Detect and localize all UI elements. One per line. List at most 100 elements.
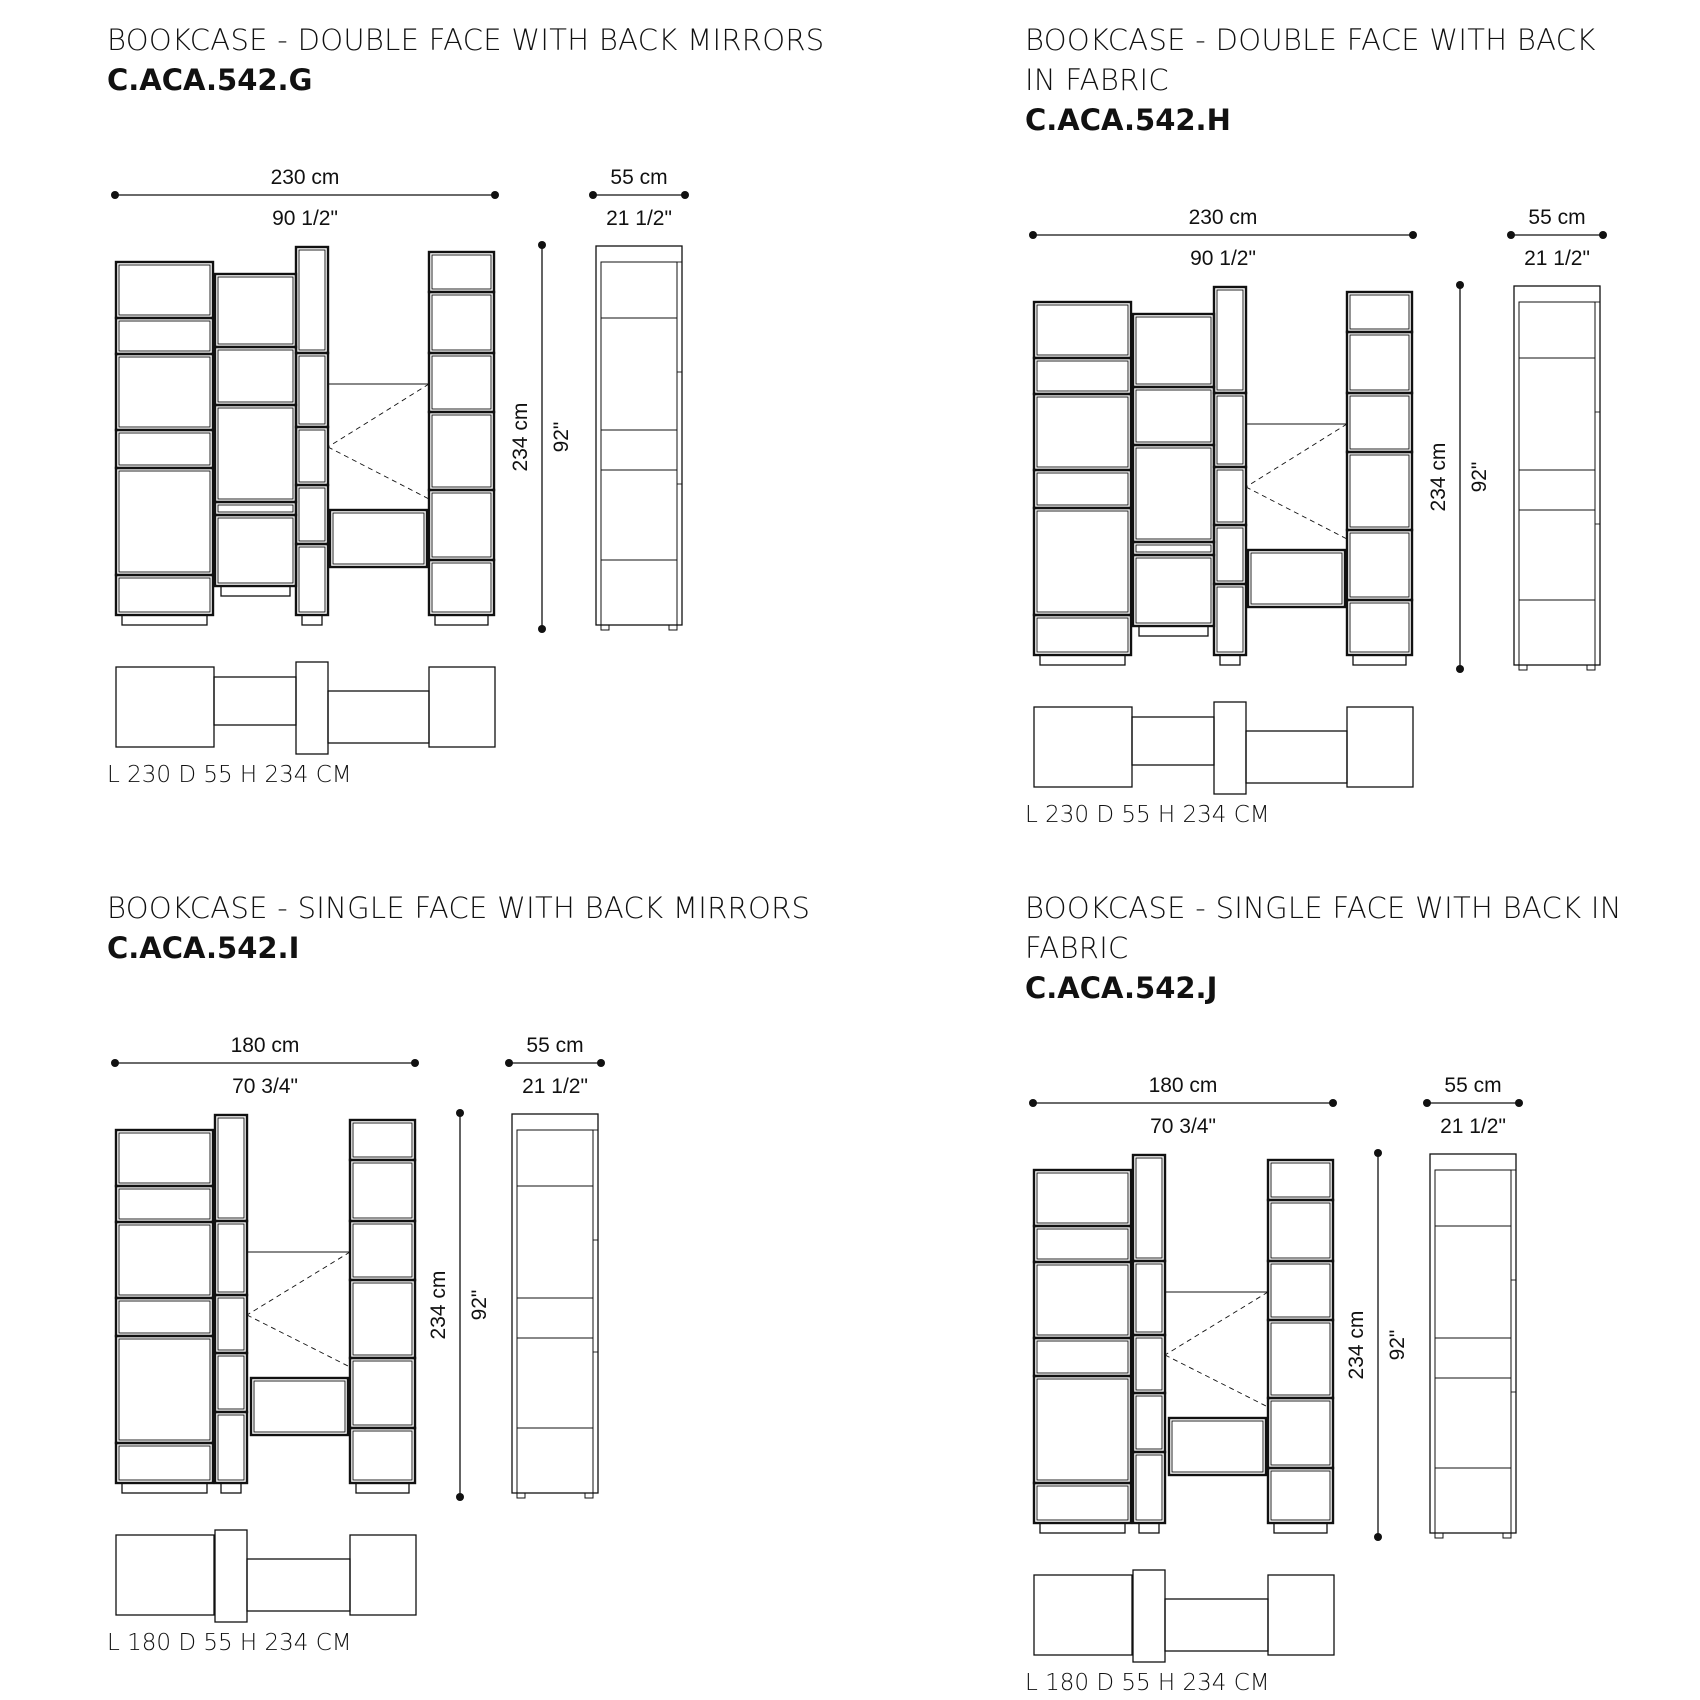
shelf-cell-inner bbox=[217, 517, 294, 584]
shelf-cell-inner bbox=[217, 1355, 245, 1410]
shelf-cell bbox=[213, 1219, 249, 1297]
shelf-cell bbox=[348, 1426, 417, 1485]
width-cm-label: 230 cm bbox=[1189, 206, 1258, 229]
shelf-cell bbox=[213, 403, 298, 504]
back-panel-diagonal bbox=[1245, 486, 1348, 540]
shelf-cell bbox=[1131, 1450, 1167, 1525]
shelf-cell-inner bbox=[1216, 289, 1244, 391]
shelf-cell bbox=[1032, 1260, 1133, 1340]
shelf-cell bbox=[213, 1410, 249, 1485]
shelf-cell-inner bbox=[1349, 395, 1410, 450]
shelf-cell bbox=[114, 573, 215, 617]
shelf-cell-inner bbox=[1270, 1263, 1331, 1318]
plinth bbox=[121, 1482, 208, 1494]
back-panel-diagonal bbox=[327, 446, 430, 500]
dimension-endpoint bbox=[411, 1059, 419, 1067]
panel-aca-542-j: BOOKCASE - SINGLE FACE WITH BACK IN FABR… bbox=[1025, 888, 1685, 1698]
product-code: C.ACA.542.G bbox=[107, 63, 313, 97]
shelf-cell-inner bbox=[1216, 469, 1244, 523]
shelf-cell-inner bbox=[1036, 510, 1129, 613]
shelf-cell bbox=[213, 1351, 249, 1414]
plan-block bbox=[115, 1534, 215, 1616]
shelf-cell bbox=[1131, 1259, 1167, 1337]
side-foot bbox=[516, 1492, 526, 1499]
height-cm-label: 234 cm bbox=[427, 1271, 450, 1340]
shelf-cell-inner bbox=[352, 1223, 413, 1278]
shelf-cell-inner bbox=[118, 1338, 211, 1441]
shelf-cell-inner bbox=[1216, 586, 1244, 653]
depth-in-label: 21 1/2" bbox=[606, 207, 672, 230]
shelf-cell bbox=[328, 508, 429, 569]
dimension-endpoint bbox=[111, 1059, 119, 1067]
shelf-cell-inner bbox=[1349, 532, 1410, 598]
plinth bbox=[301, 614, 323, 626]
shelf-cell-inner bbox=[1216, 527, 1244, 582]
shelf-cell bbox=[1131, 1333, 1167, 1395]
depth-cm-label: 55 cm bbox=[1528, 206, 1585, 229]
dimension-endpoint bbox=[1515, 1099, 1523, 1107]
shelf-cell-inner bbox=[1349, 334, 1410, 391]
plinth bbox=[1273, 1522, 1328, 1534]
shelf-cell bbox=[1032, 506, 1133, 617]
dimension-endpoint bbox=[1374, 1149, 1382, 1157]
shelf-cell-inner bbox=[217, 504, 294, 513]
dimension-endpoint bbox=[456, 1493, 464, 1501]
product-code: C.ACA.542.I bbox=[107, 931, 300, 965]
back-panel-diagonal bbox=[327, 383, 430, 448]
side-foot bbox=[1502, 1532, 1512, 1539]
dimension-endpoint bbox=[1507, 231, 1515, 239]
shelf-cell bbox=[427, 351, 496, 414]
shelf-cell bbox=[1131, 553, 1216, 628]
width-cm-label: 230 cm bbox=[271, 166, 340, 189]
shelf-cell-inner bbox=[431, 562, 492, 613]
shelf-cell-inner bbox=[332, 512, 425, 565]
plan-block bbox=[1267, 1574, 1335, 1656]
shelf-cell-inner bbox=[352, 1282, 413, 1356]
plinth bbox=[355, 1482, 410, 1494]
plan-connector bbox=[1164, 1598, 1269, 1652]
depth-in-label: 21 1/2" bbox=[1524, 247, 1590, 270]
shelf-cell-inner bbox=[1349, 454, 1410, 528]
depth-cm-label: 55 cm bbox=[526, 1034, 583, 1057]
plinth bbox=[434, 614, 489, 626]
shelf-cell-inner bbox=[431, 254, 492, 290]
shelf-cell bbox=[1246, 548, 1347, 609]
plinth bbox=[1138, 1522, 1160, 1534]
shelf-cell-inner bbox=[1270, 1202, 1331, 1259]
shelf-cell-inner bbox=[1036, 1172, 1129, 1224]
panel-title: BOOKCASE - SINGLE FACE WITH BACK IN FABR… bbox=[1025, 891, 1622, 965]
panel-title: BOOKCASE - DOUBLE FACE WITH BACK MIRRORS bbox=[107, 23, 825, 57]
dimension-endpoint bbox=[1423, 1099, 1431, 1107]
shelf-cell bbox=[114, 1296, 215, 1338]
height-cm-label: 234 cm bbox=[509, 403, 532, 472]
depth-cm-label: 55 cm bbox=[610, 166, 667, 189]
plan-block bbox=[1033, 706, 1133, 788]
width-in-label: 70 3/4" bbox=[232, 1075, 298, 1098]
shelf-cell-inner bbox=[1135, 544, 1212, 553]
shelf-cell bbox=[1131, 1391, 1167, 1454]
width-cm-label: 180 cm bbox=[1149, 1074, 1218, 1097]
shelf-cell bbox=[114, 1128, 215, 1188]
side-elevation-outer bbox=[1513, 285, 1601, 666]
shelf-cell bbox=[213, 513, 298, 588]
shelf-cell-inner bbox=[1036, 1378, 1129, 1481]
shelf-cell bbox=[1266, 1466, 1335, 1525]
shelf-cell bbox=[114, 428, 215, 470]
back-panel-diagonal bbox=[1164, 1354, 1269, 1408]
shelf-cell-inner bbox=[217, 276, 294, 345]
back-panel-diagonal bbox=[1245, 423, 1348, 488]
shelf-cell bbox=[114, 352, 215, 432]
panel-title: BOOKCASE - DOUBLE FACE WITH BACK IN FABR… bbox=[1025, 23, 1596, 97]
shelf-cell bbox=[1212, 465, 1248, 527]
shelf-cell bbox=[1032, 1224, 1133, 1264]
dimension-endpoint bbox=[538, 625, 546, 633]
shelf-cell-inner bbox=[352, 1162, 413, 1219]
plan-connector bbox=[246, 1558, 351, 1612]
plan-connector bbox=[1131, 716, 1215, 766]
shelf-cell-inner bbox=[1135, 1263, 1163, 1333]
dimension-endpoint bbox=[681, 191, 689, 199]
shelf-cell bbox=[114, 1441, 215, 1485]
